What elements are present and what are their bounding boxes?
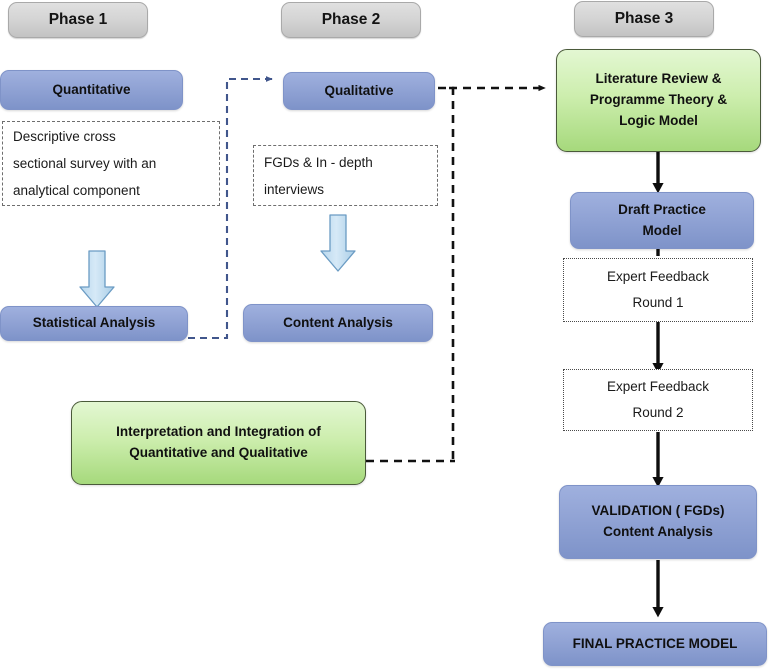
node-statistical-analysis: Statistical Analysis	[0, 306, 188, 341]
node-statistical-analysis-line-1: Statistical Analysis	[32, 315, 156, 331]
block-arrow-fgds-to-content	[320, 214, 356, 272]
node-interpretation-integration: Interpretation and Integration of Quanti…	[71, 401, 366, 485]
node-expert-feedback-round-2: Expert Feedback Round 2	[563, 369, 753, 431]
node-quantitative: Quantitative	[0, 70, 183, 110]
node-fgds-interviews-line-2: interviews	[264, 181, 325, 197]
phase-header-2: Phase 2	[281, 2, 421, 38]
node-validation-fgds-line-1: VALIDATION ( FGDs)	[591, 503, 725, 519]
node-descriptive-survey: Descriptive cross sectional survey with …	[2, 121, 220, 206]
node-validation-fgds-line-2: Content Analysis	[603, 524, 713, 539]
node-content-analysis: Content Analysis	[243, 304, 433, 342]
node-literature-review: Literature Review & Programme Theory & L…	[556, 49, 761, 152]
node-draft-practice-model-line-1: Draft Practice	[618, 201, 706, 217]
phase-header-1: Phase 1	[8, 2, 148, 38]
connector-statistical-to-qualitative	[188, 76, 273, 340]
node-interpretation-line-1: Interpretation and Integration of	[116, 424, 321, 440]
node-descriptive-survey-line-1: Descriptive cross	[13, 129, 116, 144]
phase-2-label: Phase 2	[321, 10, 381, 28]
node-expert-feedback-round-1-line-2: Round 1	[632, 295, 684, 310]
node-validation-fgds: VALIDATION ( FGDs) Content Analysis	[559, 485, 757, 559]
node-draft-practice-model-line-2: Model	[642, 222, 682, 238]
block-arrow-quantitative-to-statistical	[79, 250, 115, 308]
node-qualitative-line-1: Qualitative	[324, 82, 394, 98]
node-literature-review-line-1: Literature Review &	[595, 71, 722, 87]
phase-1-label: Phase 1	[48, 10, 108, 28]
node-fgds-interviews: FGDs & In - depth interviews	[253, 145, 438, 206]
phase-3-label: Phase 3	[614, 9, 674, 27]
node-fgds-interviews-line-1: FGDs & In - depth	[264, 154, 373, 170]
node-final-practice-model-line-1: FINAL PRACTICE MODEL	[572, 635, 738, 651]
node-literature-review-line-3: Logic Model	[619, 112, 698, 128]
node-descriptive-survey-line-2: sectional survey with an	[13, 156, 157, 171]
connector-content-to-literature	[438, 84, 546, 461]
phase-header-3: Phase 3	[574, 1, 714, 37]
node-interpretation-line-2: Quantitative and Qualitative	[129, 445, 308, 460]
node-expert-feedback-round-2-line-1: Expert Feedback	[606, 379, 710, 395]
node-draft-practice-model: Draft Practice Model	[570, 192, 754, 249]
node-qualitative: Qualitative	[283, 72, 435, 110]
node-quantitative-line-1: Quantitative	[52, 81, 131, 97]
node-expert-feedback-round-1: Expert Feedback Round 1	[563, 258, 753, 322]
node-final-practice-model: FINAL PRACTICE MODEL	[543, 622, 767, 666]
node-content-analysis-line-1: Content Analysis	[283, 314, 393, 330]
node-descriptive-survey-line-3: analytical component	[13, 183, 140, 198]
node-expert-feedback-round-2-line-2: Round 2	[632, 405, 684, 420]
node-literature-review-line-2: Programme Theory &	[589, 92, 728, 108]
node-expert-feedback-round-1-line-1: Expert Feedback	[606, 269, 710, 285]
